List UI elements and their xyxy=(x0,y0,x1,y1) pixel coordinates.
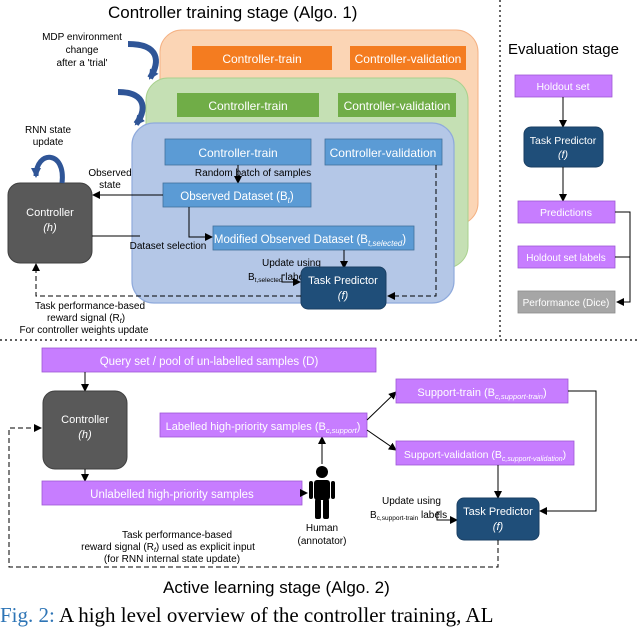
al-reward-2: reward signal (Rt) used as explicit inpu… xyxy=(81,542,255,554)
training-dashed-from-validation xyxy=(387,165,437,300)
mdp-label-3: after a 'trial' xyxy=(56,58,107,69)
performance-label: Performance (Dice) xyxy=(523,298,610,309)
controller-train-label-1: Controller-train xyxy=(222,52,301,66)
al-predictor-f: (f) xyxy=(493,521,504,533)
training-predictor-f: (f) xyxy=(338,290,349,302)
rnn-loop-arrow xyxy=(31,154,65,184)
controller-validation-label-3: Controller-validation xyxy=(330,146,437,160)
holdout-set-label: Holdout set xyxy=(536,81,589,93)
modified-dataset-box xyxy=(212,225,415,251)
arrow-labelled-to-support-train xyxy=(366,391,397,421)
observed-dataset-label: Observed Dataset (Bt) xyxy=(180,191,294,205)
labelled-box xyxy=(159,412,368,438)
evaluation-title: Evaluation stage xyxy=(508,41,619,58)
support-val-label: Support-validation (Bc,support-validatio… xyxy=(404,449,566,463)
eval-task-predictor xyxy=(523,126,604,168)
unlabelled-label: Unlabelled high-priority samples xyxy=(90,489,254,501)
mdp-label-1: MDP environment xyxy=(42,32,122,43)
controller-validation-label-2: Controller-validation xyxy=(344,99,451,113)
arrow-labelled-to-support-val xyxy=(366,429,397,451)
eval-predictor-label: Task Predictor xyxy=(530,135,597,147)
support-train-label: Support-train (Bc,support-train) xyxy=(417,387,546,401)
controller-validation-label-1: Controller-validation xyxy=(355,52,462,66)
query-set-label: Query set / pool of un-labelled samples … xyxy=(100,356,319,368)
training-reward-1: Task performance-based xyxy=(35,301,145,312)
labelled-label: Labelled high-priority samples (Bc,suppo… xyxy=(166,421,361,435)
al-predictor-label: Task Predictor xyxy=(463,506,533,518)
dataset-selection-label: Dataset selection xyxy=(130,241,207,252)
controller-train-box-2 xyxy=(177,93,319,117)
controller-validation-box-2 xyxy=(338,93,456,117)
performance-box xyxy=(517,290,616,314)
training-controller-box xyxy=(7,182,93,264)
controller-train-box-1 xyxy=(192,46,332,70)
al-update-bracket xyxy=(436,511,458,524)
controller-train-label-3: Controller-train xyxy=(198,146,277,160)
train-update-label-2: Bt,selected labels xyxy=(248,272,311,284)
observed-state-1: Observed xyxy=(88,168,131,179)
al-reward-loop xyxy=(8,424,499,568)
training-predictor-label: Task Predictor xyxy=(308,275,378,287)
support-train-box xyxy=(395,378,569,404)
rnn-label-1: RNN state xyxy=(25,125,72,136)
train-update-bracket xyxy=(281,274,301,286)
al-reward-1: Task performance-based xyxy=(122,530,232,541)
controller-validation-box-1 xyxy=(350,46,466,70)
eval-predictor-f: (f) xyxy=(558,149,568,161)
training-controller-h: (h) xyxy=(43,222,57,234)
human-label-2: (annotator) xyxy=(298,536,347,547)
train-update-label-1: Update using xyxy=(262,258,321,269)
human-label-1: Human xyxy=(306,523,338,534)
trial-arrow-2 xyxy=(117,89,146,126)
training-task-predictor xyxy=(300,266,387,310)
arrow-observed-to-modified xyxy=(188,207,213,241)
training-title: Controller training stage (Algo. 1) xyxy=(108,3,357,22)
unlabelled-box xyxy=(41,480,303,506)
trial-arrow-1 xyxy=(127,41,159,80)
support-val-box xyxy=(395,440,575,466)
trial-panel-blue xyxy=(131,122,455,304)
training-controller-label: Controller xyxy=(26,207,74,219)
arrow-support-train-to-predictor xyxy=(539,390,597,515)
controller-validation-box-3 xyxy=(324,138,443,166)
al-update-label-2: Bc,support-train labels xyxy=(370,510,447,522)
al-update-label-1: Update using xyxy=(382,496,441,507)
rnn-label-2: update xyxy=(33,137,64,148)
al-controller-label: Controller xyxy=(61,414,109,426)
random-batch-label: Random batch of samples xyxy=(195,168,311,179)
training-reward-3: For controller weights update xyxy=(20,325,149,336)
training-reward-2: reward signal (Rt) xyxy=(47,313,125,325)
active-title: Active learning stage (Algo. 2) xyxy=(163,578,390,597)
predictions-label: Predictions xyxy=(540,207,592,219)
controller-train-label-2: Controller-train xyxy=(208,99,287,113)
observed-state-2: state xyxy=(99,180,121,191)
human-icon xyxy=(309,466,335,519)
al-reward-3: (for RNN internal state update) xyxy=(104,554,240,565)
query-set-box xyxy=(41,347,377,373)
observed-dataset-box xyxy=(162,182,312,208)
holdout-labels-label: Holdout set labels xyxy=(526,253,606,264)
al-controller-h: (h) xyxy=(78,429,92,441)
mdp-label-2: change xyxy=(66,45,99,56)
training-reward-loop xyxy=(32,263,301,297)
figure-caption: Fig. 2: A high level overview of the con… xyxy=(0,603,493,627)
al-task-predictor xyxy=(456,497,540,541)
controller-train-box-3 xyxy=(164,138,312,166)
modified-dataset-label: Modified Observed Dataset (Bt,selected) xyxy=(214,234,406,248)
